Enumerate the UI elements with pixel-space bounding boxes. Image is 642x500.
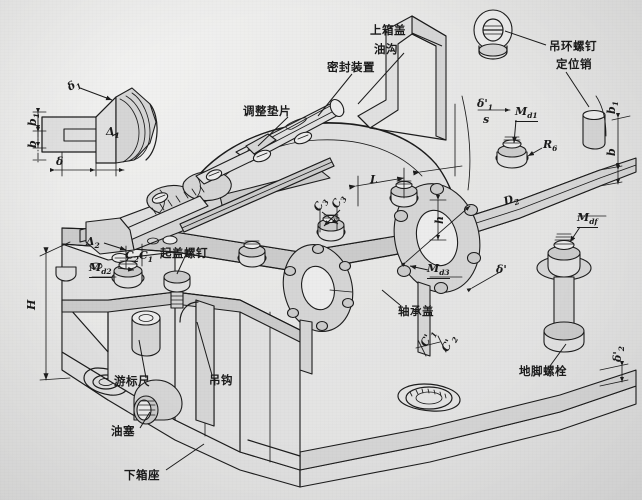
dim-b1-detail: b1 <box>26 113 42 126</box>
dim-Md3: Md3 <box>427 262 450 279</box>
leader-shangxianggai <box>411 32 443 47</box>
dim-Delta1-detail: Δ1 <box>106 125 120 141</box>
gearbox-assembly <box>39 9 637 488</box>
dim-Delta2: Δ2 <box>86 235 100 251</box>
leader-yousai <box>139 411 151 429</box>
leader-dingweixiao <box>565 71 590 108</box>
dim-Md2: Md2 <box>89 261 112 278</box>
jacking-screw <box>163 270 191 309</box>
bolt-md1 <box>495 136 529 169</box>
leader-youbiaochi <box>138 339 147 379</box>
dim-delta1-prime: δ'1 <box>477 97 493 113</box>
lifting-hook <box>179 299 215 427</box>
callout-bearing-end-cover: 轴承盖 <box>398 304 434 318</box>
eye-bolt-ring <box>473 9 513 60</box>
callout-lifting-hook: 吊钩 <box>209 373 233 387</box>
dim-b-right: b <box>605 148 618 156</box>
dim-b1-right: b1 <box>605 101 621 114</box>
callout-oil-plug: 油塞 <box>111 424 135 438</box>
leader-xiaxiangzuo <box>165 443 205 471</box>
callout-jacking-screw: 起盖螺钉 <box>160 246 208 260</box>
detail-view-flange-section <box>32 87 158 177</box>
callout-anchor-bolt: 地脚螺栓 <box>519 364 567 378</box>
leader-dijiao <box>549 343 567 367</box>
dim-C2C1: C2C1 <box>125 249 153 265</box>
callout-lower-housing-base: 下箱座 <box>124 468 160 482</box>
callout-dipstick: 游标尺 <box>114 374 150 388</box>
dim-Mdf: Mdf <box>577 211 598 228</box>
leader-yougou <box>357 52 405 105</box>
dim-delta-prime: δ' <box>496 263 507 276</box>
leader-diaohuan <box>504 30 547 46</box>
callout-adjusting-shim: 调整垫片 <box>243 104 291 118</box>
oil-plug <box>133 379 183 425</box>
anchor-bolt-mdf <box>536 233 592 353</box>
dim-Md1: Md1 <box>515 105 538 122</box>
callout-upper-housing-cover: 上箱盖 <box>370 23 406 37</box>
dim-b-detail: b <box>26 140 39 148</box>
dim-delta2-prime: δ'2 <box>611 346 627 362</box>
dim-h: h <box>433 216 446 224</box>
dim-delta-detail: δ <box>56 155 64 168</box>
leader-zhouchenggai <box>381 289 401 306</box>
dim-L: L <box>370 173 378 186</box>
leader-mifeng <box>317 73 353 117</box>
dim-H: H <box>25 299 38 310</box>
callout-oil-groove: 油沟 <box>374 42 398 56</box>
callout-locating-pin: 定位销 <box>556 57 592 71</box>
bolt-center-1 <box>237 240 267 268</box>
internal-cutaway-gear-train <box>79 98 345 270</box>
dipstick <box>131 310 161 357</box>
leader-dianpian <box>257 116 289 147</box>
callout-sealing-device: 密封装置 <box>327 60 375 74</box>
bearing-cap-left <box>282 243 355 375</box>
leader-diaogou <box>196 321 213 376</box>
leader-qigai <box>176 249 189 275</box>
callout-eye-bolt: 吊环螺钉 <box>549 39 597 53</box>
locating-pin <box>582 109 606 150</box>
dim-s: s <box>483 113 490 126</box>
bolt-far-left <box>55 266 77 282</box>
dim-R6: R6 <box>543 138 558 154</box>
